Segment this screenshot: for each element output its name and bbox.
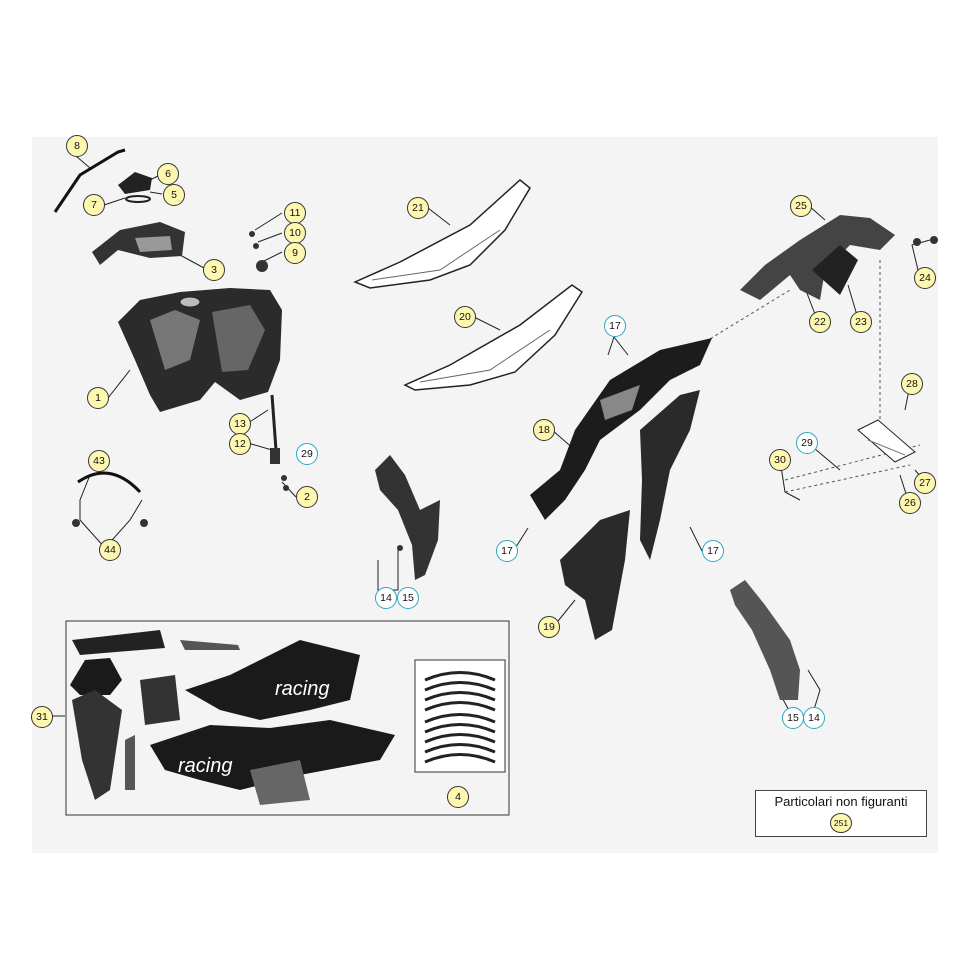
decal-text-a: racing — [275, 678, 329, 700]
callout-44[interactable]: 44 — [99, 539, 121, 561]
callout-10[interactable]: 10 — [284, 222, 306, 244]
callout-13[interactable]: 13 — [229, 413, 251, 435]
callout-8[interactable]: 8 — [66, 135, 88, 157]
callout-17[interactable]: 17 — [604, 315, 626, 337]
callout-4[interactable]: 4 — [447, 786, 469, 808]
callout-25[interactable]: 25 — [790, 195, 812, 217]
callout-22[interactable]: 22 — [809, 311, 831, 333]
callout-2[interactable]: 2 — [296, 486, 318, 508]
callout-9[interactable]: 9 — [284, 242, 306, 264]
callout-18[interactable]: 18 — [533, 419, 555, 441]
callout-17[interactable]: 17 — [702, 540, 724, 562]
callout-29[interactable]: 29 — [296, 443, 318, 465]
callout-20[interactable]: 20 — [454, 306, 476, 328]
callout-12[interactable]: 12 — [229, 433, 251, 455]
callout-28[interactable]: 28 — [901, 373, 923, 395]
not-shown-parts-box: Particolari non figuranti 251 — [755, 790, 927, 837]
callout-5[interactable]: 5 — [163, 184, 185, 206]
callout-11[interactable]: 11 — [284, 202, 306, 224]
callout-23[interactable]: 23 — [850, 311, 872, 333]
callout-17[interactable]: 17 — [496, 540, 518, 562]
callout-27[interactable]: 27 — [914, 472, 936, 494]
callout-6[interactable]: 6 — [157, 163, 179, 185]
callout-251[interactable]: 251 — [830, 813, 852, 833]
callout-21[interactable]: 21 — [407, 197, 429, 219]
callout-19[interactable]: 19 — [538, 616, 560, 638]
callout-15[interactable]: 15 — [782, 707, 804, 729]
callout-14[interactable]: 14 — [375, 587, 397, 609]
callout-3[interactable]: 3 — [203, 259, 225, 281]
callout-7[interactable]: 7 — [83, 194, 105, 216]
callout-31[interactable]: 31 — [31, 706, 53, 728]
not-shown-parts-title: Particolari non figuranti — [774, 794, 908, 809]
callout-30[interactable]: 30 — [769, 449, 791, 471]
callout-24[interactable]: 24 — [914, 267, 936, 289]
callout-15[interactable]: 15 — [397, 587, 419, 609]
callout-14[interactable]: 14 — [803, 707, 825, 729]
callout-1[interactable]: 1 — [87, 387, 109, 409]
callout-43[interactable]: 43 — [88, 450, 110, 472]
decal-text-b: racing — [178, 755, 232, 777]
callout-29[interactable]: 29 — [796, 432, 818, 454]
callout-26[interactable]: 26 — [899, 492, 921, 514]
